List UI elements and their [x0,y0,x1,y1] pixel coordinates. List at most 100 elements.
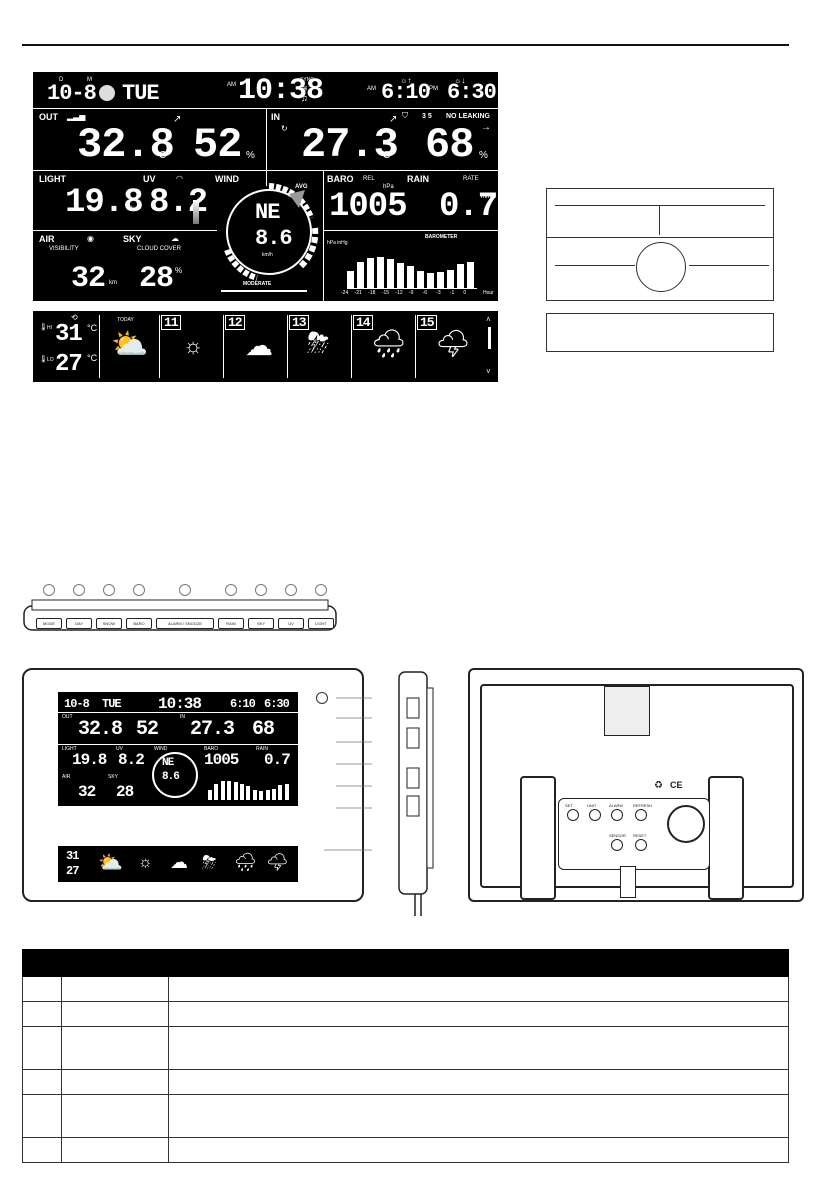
lcd-divider [323,170,324,301]
visibility-unit: km [109,280,117,286]
uv-protect-icon: ◠ [176,174,183,183]
barometer-axis-label: -15 [381,290,390,296]
barometer-history-bar [357,261,364,288]
panel-button[interactable]: ALARM / SNOOZE [156,618,214,629]
forecast-high: 31 [55,321,83,348]
wind-avg-label: AVG [295,184,308,190]
callout-marker [315,584,327,596]
panel-button[interactable]: SKY [248,618,274,629]
front-wind-label: WIND [154,746,168,752]
lo-label: LO [47,357,54,363]
light-unit: Klux [127,206,139,212]
front-history-bar [252,789,257,800]
panel-button[interactable]: LIGHT [308,618,334,629]
sync-label: SYNC [300,77,314,83]
back-button-label: REFRESH [633,803,653,808]
wind-compass [224,183,319,281]
sunset-time: 6:30 [447,80,497,105]
back-button[interactable] [611,839,623,851]
front-in-temp: 27.3 [190,718,235,741]
front-uv: 8.2 [118,751,145,769]
rain-icon: 🌧 [371,328,407,359]
panel-buttons: MODE DAY SNOW BARO ALARM / SNOOZE RAIN SKY UV LI… [22,584,338,636]
barometer-axis-label: -1 [449,290,455,296]
baro-unit: hPa [383,184,394,190]
button-diagram [546,188,774,301]
forecast-day-5: 15 [417,315,437,330]
chevron-down-icon: ˅ [486,367,491,376]
panel-button[interactable]: DAY [66,618,92,629]
partly-sunny-icon: ⛅ [98,852,123,874]
back-button[interactable] [589,809,601,821]
trend-right-icon: → [481,122,491,133]
panel-button[interactable]: RAIN [218,618,244,629]
thunder-icon: 🌩 [435,328,471,359]
outdoor-humidity-unit: % [246,150,255,161]
spec-table [22,949,789,1163]
front-forecast-strip: 31 27 ⛅ ☼ ☁ ⛈ 🌧 🌩 [58,846,298,882]
power-jack [620,866,636,898]
barometer-history-units: hPa inHg [327,240,348,246]
front-history-bar [278,784,283,800]
cloud-cover-value: 28 [139,262,174,296]
front-date: 10-8 [64,697,90,711]
rain-unit: mm/h [481,194,496,200]
barometer-history-bar [437,272,444,288]
front-history-bar [220,781,225,800]
panel-button[interactable]: UV [278,618,304,629]
battery-cover [667,805,705,843]
hanging-hook [604,686,650,736]
sunrise-am-label: AM [367,86,376,92]
light-sensor [316,692,328,704]
panel-button[interactable]: MODE [36,618,62,629]
front-callout-lines [324,697,372,851]
barometer-value: 1005 [329,188,408,226]
front-uv-label: UV [116,746,123,752]
back-button[interactable] [635,839,647,851]
storm-icon: ⛈ [202,852,217,872]
back-button[interactable] [635,809,647,821]
baro-label: BARO [327,174,354,184]
sunny-icon: ☼ [138,854,153,871]
date-value: 10-8 [47,81,97,106]
table-header-cell [61,949,169,977]
back-button-label: SENSOR [609,833,626,838]
front-history-bar [284,783,289,800]
wind-scale-label: MODERATE [243,281,272,287]
trend-up-icon: ↗ [173,114,182,125]
callout-marker [225,584,237,596]
front-lcd: 10-8 TUE 10:38 6:10 6:30 OUT 32.8 52 IN … [58,692,298,806]
lcd-divider [33,230,217,231]
sky-label: SKY [123,234,142,244]
barometer-hour-label: Hour [483,290,494,296]
uv-level-bar [193,200,199,224]
front-history-bar [240,784,244,800]
front-history-bar [214,783,219,800]
indoor-temp-unit: °C [379,150,391,161]
rain-rate-label: RATE [463,176,479,182]
front-weekday: TUE [102,697,122,711]
shield-icon: ⛉ [402,111,408,120]
table-row [22,1026,789,1070]
light-label: LIGHT [39,174,66,184]
partly-sunny-icon: ⛅ [111,328,149,361]
callout-marker [73,584,85,596]
today-label: TODAY [117,317,134,323]
panel-button[interactable]: BARO [126,618,152,629]
back-button[interactable] [567,809,579,821]
barometer-axis-label: -6 [422,290,428,296]
sync-icon: ⟲ [71,313,78,322]
front-sky-label: SKY [108,774,119,780]
panel-button[interactable]: SNOW [96,618,122,629]
barometer-axis-label: 0 [463,290,467,296]
outdoor-temperature: 32.8 [77,121,175,169]
back-button[interactable] [611,809,623,821]
front-rain: 0.7 [264,751,291,769]
front-sky: 28 [116,783,134,801]
note-box [546,313,774,352]
front-wind-speed: 8.6 [162,771,180,783]
front-baro: 1005 [204,751,239,769]
